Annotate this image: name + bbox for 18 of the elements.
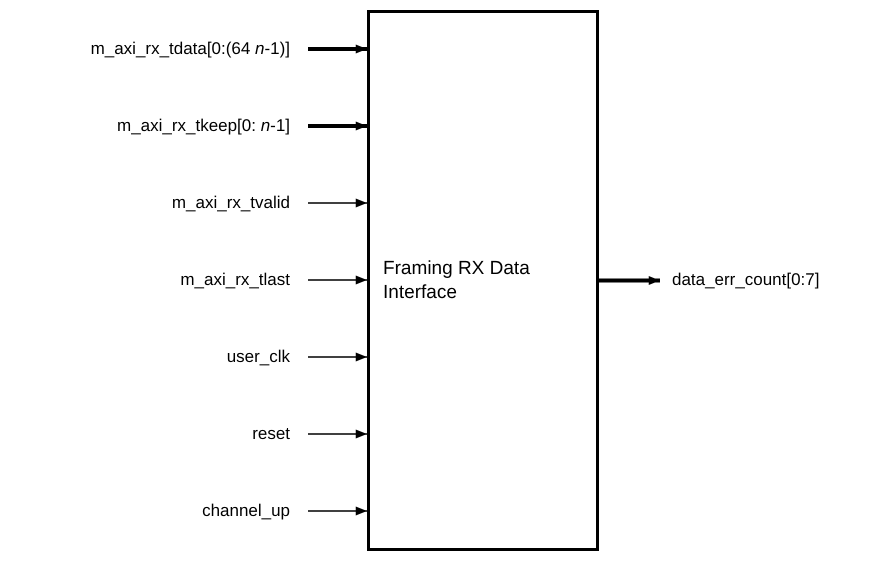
block-box [367, 10, 599, 551]
signal-label: user_clk [226, 347, 290, 366]
arrow [308, 198, 367, 208]
signal-label: m_axi_rx_tvalid [172, 193, 290, 212]
signal-label: channel_up [202, 501, 290, 520]
signal-label: m_axi_rx_tdata[0:(64 n-1)] [90, 39, 290, 58]
arrow [308, 506, 367, 516]
signal-label: m_axi_rx_tkeep[0: n-1] [117, 116, 290, 135]
signal-label: data_err_count[0:7] [672, 270, 820, 289]
signal-label: m_axi_rx_tlast [180, 270, 290, 289]
arrow [599, 276, 660, 285]
signal-label: reset [252, 424, 290, 443]
arrow [308, 430, 367, 438]
arrow [308, 44, 367, 54]
arrow [308, 352, 367, 362]
block-title: Framing RX Data Interface [383, 256, 531, 304]
arrow [308, 122, 367, 130]
arrow [308, 276, 367, 284]
